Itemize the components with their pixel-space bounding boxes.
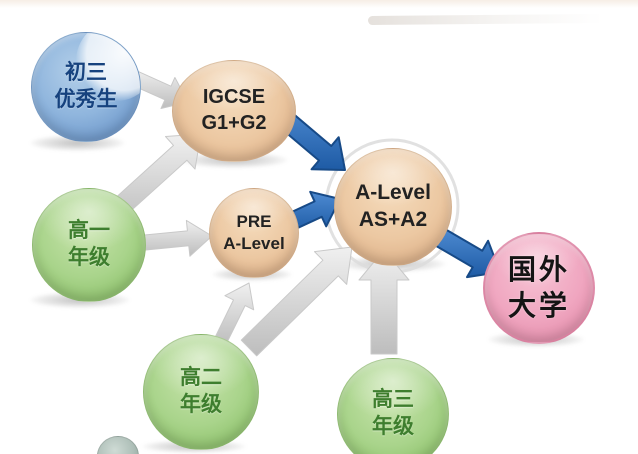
node-label-line: 年级 (180, 393, 222, 416)
node-label: PRE A-Level (223, 211, 284, 255)
node-label-line: 高一 (68, 219, 110, 243)
node-pre-alevel: PRE A-Level (209, 188, 299, 278)
node-label: 国外 大学 (508, 252, 570, 324)
top-tint-band (0, 0, 638, 8)
node-grade11: 高二 年级 (143, 334, 259, 450)
node-label-line: 优秀生 (54, 88, 118, 111)
arrow-grade12-to-alevel (358, 249, 410, 355)
node-label: 初三 优秀生 (55, 60, 118, 114)
node-grade12: 高三 年级 (337, 358, 449, 454)
arrow-grade10-to-pre_alevel (138, 219, 213, 257)
arrow-grade11-to-alevel (240, 246, 353, 357)
node-label-line: G1+G2 (201, 112, 267, 134)
node-label-line: 大学 (507, 290, 570, 321)
node-foreign-university: 国外 大学 (483, 232, 595, 344)
node-label-line: IGCSE (202, 86, 266, 109)
node-label-line: 年级 (372, 415, 414, 438)
node-label-line: 年级 (68, 246, 110, 269)
node-junior3-students: 初三 优秀生 (31, 32, 141, 142)
node-label-line: A-Level (223, 234, 285, 253)
node-label-line: 高三 (372, 388, 414, 412)
node-grade10: 高一 年级 (32, 188, 146, 302)
node-label-line: PRE (236, 212, 272, 232)
node-label: A-Level AS+A2 (355, 180, 431, 234)
node-label: IGCSE G1+G2 (201, 85, 266, 136)
node-igcse: IGCSE G1+G2 (172, 60, 296, 162)
node-label: 高二 年级 (180, 365, 222, 419)
node-label-line: A-Level (355, 181, 431, 205)
node-label-line: 国外 (507, 254, 570, 286)
node-alevel: A-Level AS+A2 (334, 148, 452, 266)
node-label-line: AS+A2 (358, 208, 428, 231)
node-label: 高一 年级 (68, 218, 110, 272)
node-label-line: 初三 (65, 61, 107, 85)
node-label-line: 高二 (180, 366, 222, 390)
arrow-grade11-to-pre_alevel (213, 282, 255, 346)
node-label: 高三 年级 (372, 387, 414, 441)
